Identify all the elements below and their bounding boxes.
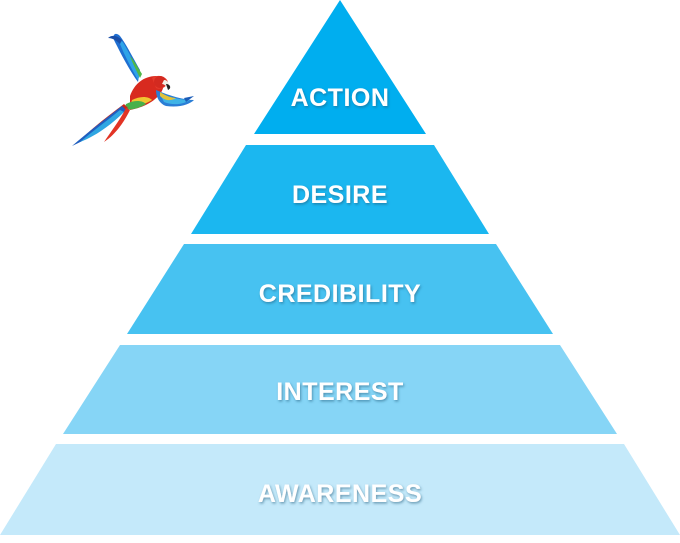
tier-desire-label: DESIRE	[292, 181, 388, 209]
tier-action	[254, 0, 426, 134]
tier-awareness-label: AWARENESS	[258, 480, 422, 508]
tier-action-label: ACTION	[291, 84, 390, 112]
tier-awareness	[0, 444, 680, 535]
tier-desire	[191, 145, 489, 234]
tier-interest-label: INTEREST	[276, 378, 404, 406]
tier-credibility	[127, 244, 553, 334]
tier-interest	[63, 345, 617, 434]
parrot-icon	[72, 33, 194, 146]
tier-credibility-label: CREDIBILITY	[259, 280, 421, 308]
